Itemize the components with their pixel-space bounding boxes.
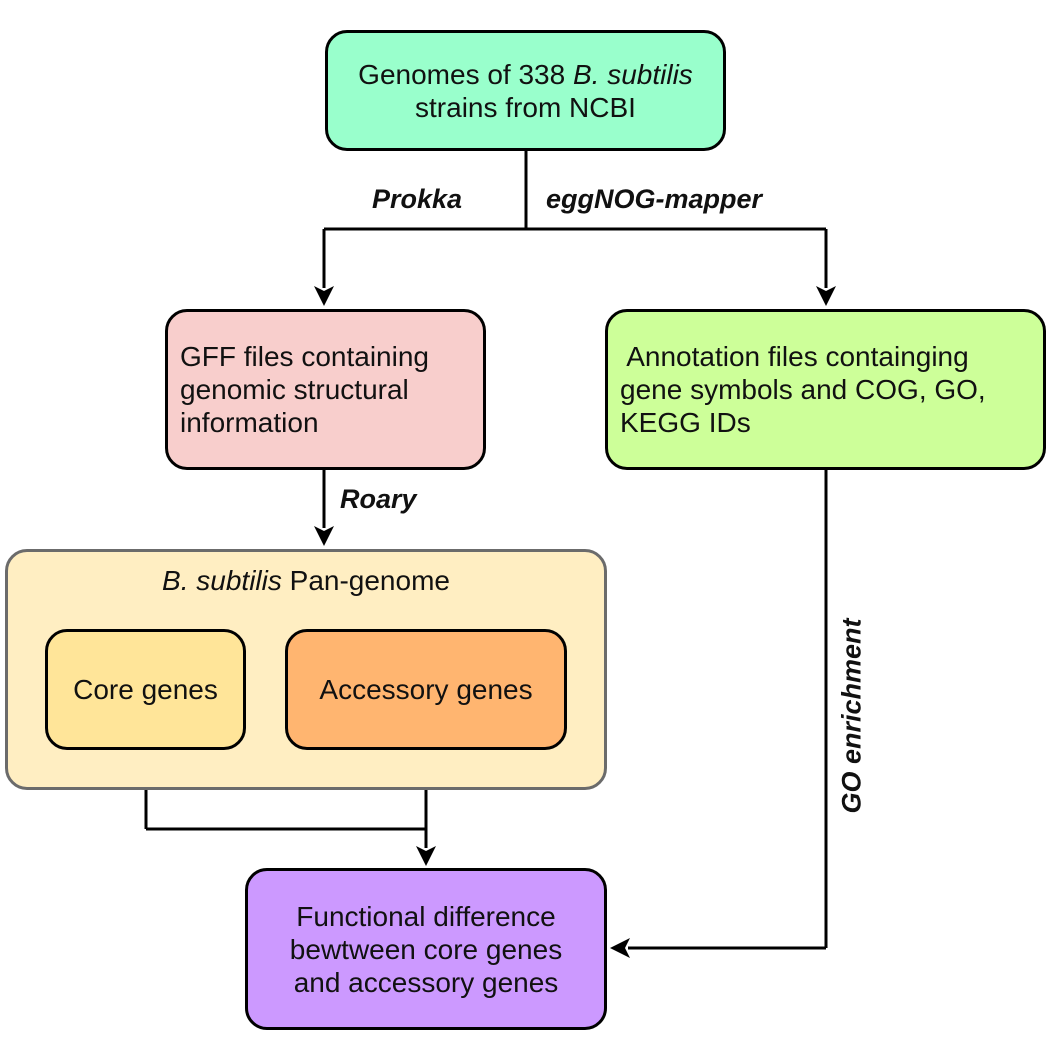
functional-line-2: bewtween core genes <box>289 933 563 965</box>
pangenome-species-italic: B. subtilis <box>162 565 282 596</box>
annotation-files-node: Annotation files containging gene symbol… <box>605 309 1046 470</box>
eggnog-arrowhead <box>816 286 836 306</box>
functional-line-3: and accessory genes <box>293 966 559 998</box>
gff-files-node: GFF files containing genomic structural … <box>165 309 486 470</box>
accessory-arrowhead <box>416 846 436 866</box>
go-enrichment-arrowhead <box>610 938 630 958</box>
gff-line-2: genomic structural <box>180 374 409 405</box>
roary-arrowhead <box>314 526 334 546</box>
gff-line-3: information <box>180 407 319 438</box>
genomes-node: Genomes of 338 B. subtilis strains from … <box>325 30 726 151</box>
accessory-genes-node: Accessory genes <box>285 629 567 750</box>
gff-line-1: GFF files containing <box>180 341 429 372</box>
functional-line-1: Functional difference <box>296 900 556 932</box>
pangenome-title: B. subtilis Pan-genome <box>8 564 604 597</box>
pangenome-title-rest: Pan-genome <box>281 565 450 596</box>
accessory-genes-label: Accessory genes <box>319 674 533 705</box>
core-genes-label: Core genes <box>73 674 218 705</box>
core-genes-node: Core genes <box>45 629 246 750</box>
annotation-line-2: gene symbols and COG, GO, <box>620 374 986 405</box>
functional-difference-node: Functional difference bewtween core gene… <box>245 868 607 1030</box>
genomes-species-italic: B. subtilis <box>572 58 693 90</box>
roary-label: Roary <box>340 484 417 514</box>
genomes-line-1-prefix: Genomes of 338 <box>358 58 573 90</box>
annotation-line-1: Annotation files containging <box>620 341 969 372</box>
prokka-arrowhead <box>314 286 334 306</box>
annotation-line-3: KEGG IDs <box>620 407 751 438</box>
genomes-line-1: Genomes of 338 B. subtilis <box>358 58 693 91</box>
genomes-line-2: strains from NCBI <box>415 91 636 123</box>
prokka-label: Prokka <box>372 184 463 214</box>
go-enrichment-label: GO enrichment <box>836 618 867 814</box>
eggnog-mapper-label: eggNOG-mapper <box>546 184 763 214</box>
